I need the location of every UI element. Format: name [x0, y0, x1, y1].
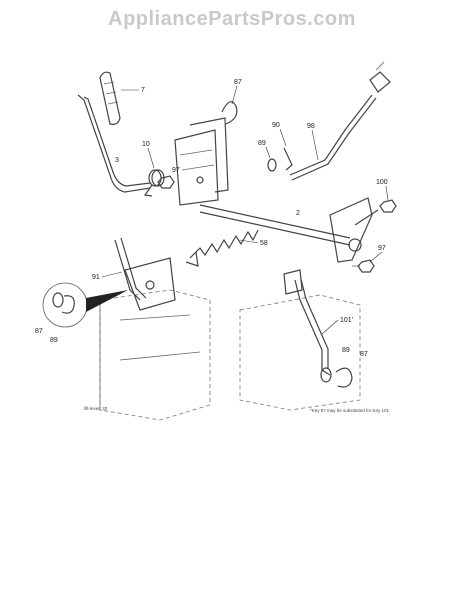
callout-87-detail: 87	[35, 328, 43, 335]
lift-shaft	[199, 204, 351, 246]
extension-spring	[185, 229, 259, 267]
detail-magnifier	[42, 282, 128, 328]
frame-blocks	[99, 289, 361, 421]
callout-91: 91	[92, 274, 100, 281]
callout-2: 2	[296, 210, 300, 217]
lift-arm-right	[329, 197, 379, 263]
lift-rod	[77, 94, 151, 193]
washer-clip-lower	[320, 367, 353, 388]
callout-101: 101'	[340, 317, 353, 324]
figure-code: lift-lever_20	[84, 406, 108, 411]
callouts: 7 3 10 97 87 89 90 98 2 100 58 97 91 87 …	[35, 79, 389, 358]
lever-arm-left	[114, 237, 176, 311]
bolt-left	[157, 175, 175, 189]
control-rod	[289, 61, 391, 181]
callout-100: 100	[376, 179, 388, 186]
callout-10: 10	[142, 141, 150, 148]
bolt-right	[352, 259, 375, 273]
watermark: AppliancePartsPros.com	[108, 8, 356, 30]
callout-87-lower: 87	[360, 351, 368, 358]
callout-58: 58	[260, 240, 268, 247]
callout-90: 90	[272, 122, 280, 129]
callout-3: 3	[115, 157, 119, 164]
lift-bracket	[174, 117, 229, 206]
lift-handle-grip	[99, 71, 121, 125]
hairpin-clip-top	[221, 101, 238, 125]
washer-and-pin	[267, 147, 293, 172]
callout-98: 98	[307, 123, 315, 130]
callout-89-top: 89	[258, 140, 266, 147]
callout-89-detail: 89	[50, 337, 58, 344]
callout-89-lower: 89	[342, 347, 350, 354]
link-rod-lower	[283, 269, 331, 376]
footnote: *Key 97 may be substituted for Key 101	[310, 408, 390, 413]
callout-97-left: 97	[172, 167, 180, 174]
callout-97-right: 97	[378, 245, 386, 252]
nut	[379, 199, 397, 213]
callout-87-top: 87	[234, 79, 242, 86]
callout-7: 7	[141, 87, 145, 94]
